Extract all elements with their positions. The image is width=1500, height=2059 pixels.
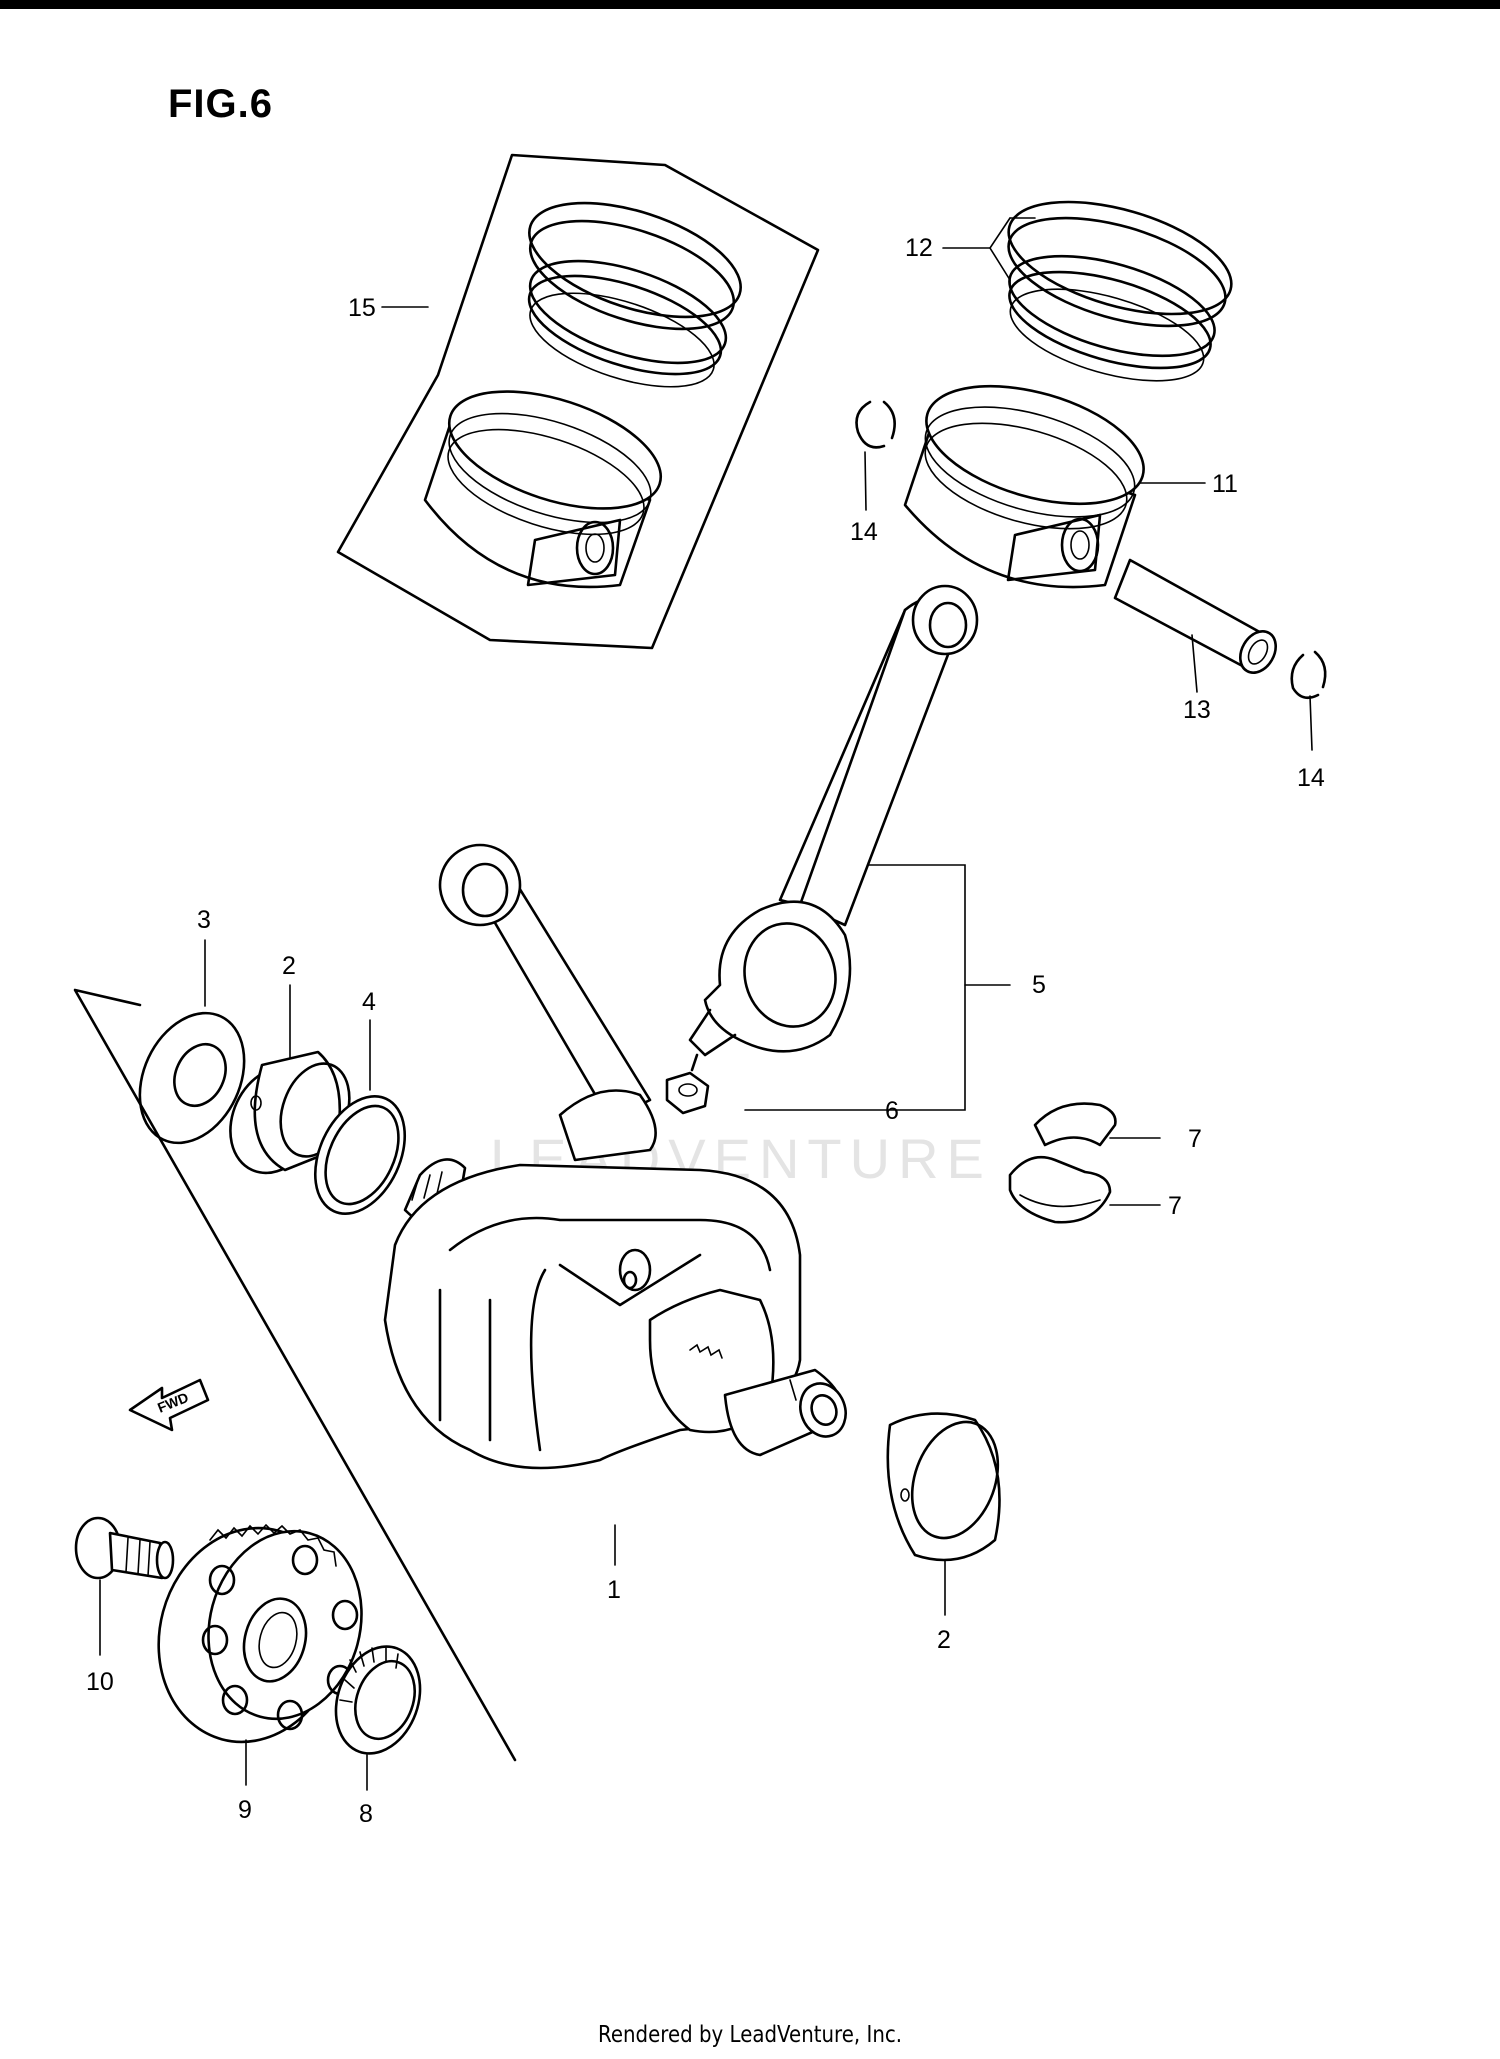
callout-4: 4 xyxy=(362,988,376,1016)
callout-11: 11 xyxy=(1212,470,1238,498)
conrod-assy-5 xyxy=(688,584,979,1072)
crankshaft-1 xyxy=(383,1158,847,1470)
primary-gear-9 xyxy=(157,1523,363,1744)
callout-2-right: 2 xyxy=(937,1626,951,1654)
piston-pin-13 xyxy=(1113,558,1277,674)
footer-credit: Rendered by LeadVenture, Inc. xyxy=(597,2022,903,2048)
piston-11 xyxy=(903,384,1145,589)
bolt-10 xyxy=(74,1516,175,1580)
conrod-left xyxy=(438,843,657,1162)
callout-12: 12 xyxy=(905,234,933,262)
callout-2-left: 2 xyxy=(282,952,296,980)
figure-title: FIG.6 xyxy=(168,82,274,126)
callout-8: 8 xyxy=(359,1800,373,1828)
piston-rings-12 xyxy=(1007,200,1233,382)
callout-14-right: 14 xyxy=(1297,764,1325,792)
callout-14-left: 14 xyxy=(850,518,878,546)
callout-7-lower: 7 xyxy=(1168,1192,1182,1220)
callout-3: 3 xyxy=(197,906,211,934)
callout-7-upper: 7 xyxy=(1188,1125,1202,1153)
callout-15: 15 xyxy=(348,294,376,322)
piston-set-rings xyxy=(527,201,742,388)
bearing-ring-4 xyxy=(313,1095,407,1215)
conrod-bearings-7 xyxy=(1008,1102,1117,1224)
thrust-washer-3 xyxy=(138,1011,246,1145)
bearing-right-2 xyxy=(886,1412,1001,1562)
callout-5: 5 xyxy=(1032,971,1046,999)
reference-line xyxy=(73,988,517,1762)
callout-9: 9 xyxy=(238,1796,252,1824)
callout-10: 10 xyxy=(86,1668,114,1696)
callout-13: 13 xyxy=(1183,696,1211,724)
leader-lines xyxy=(99,217,1313,1791)
callout-6: 6 xyxy=(885,1097,899,1125)
bearing-left-2 xyxy=(229,1050,351,1175)
needle-bearing-8 xyxy=(334,1645,422,1755)
circlip-left-14 xyxy=(855,400,896,449)
callout-labels: 15 12 11 14 13 14 5 6 7 7 3 2 4 1 2 10 9… xyxy=(86,234,1325,1828)
piston-set-outline xyxy=(336,153,820,650)
circlip-right-14 xyxy=(1290,650,1327,700)
top-border xyxy=(0,0,1500,9)
fwd-arrow-icon: FWD xyxy=(128,1378,210,1432)
piston-set-piston xyxy=(423,390,663,589)
conrod-nut-6 xyxy=(665,1071,710,1115)
callout-1: 1 xyxy=(607,1576,621,1604)
